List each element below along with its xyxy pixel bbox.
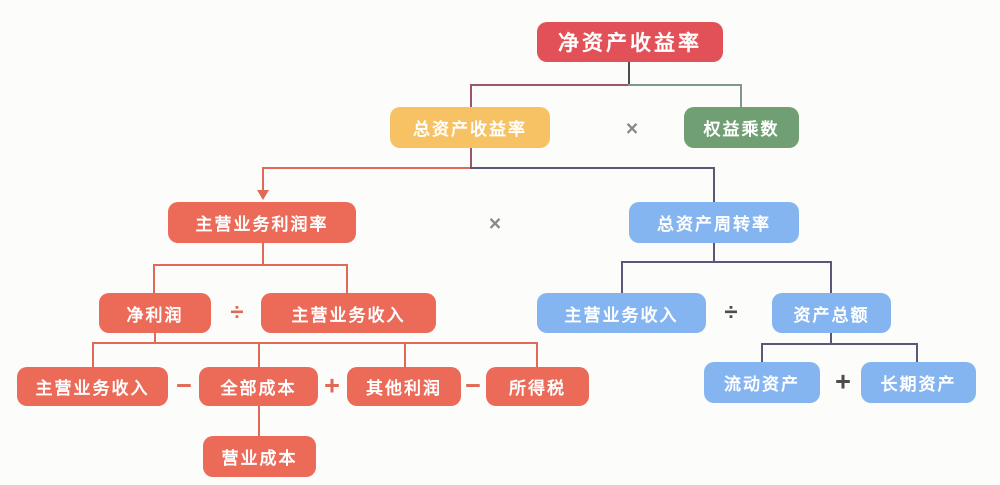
multiply-operator: × — [625, 117, 639, 141]
connector-line — [761, 343, 763, 362]
node-income-tax: 所得税 — [486, 367, 589, 406]
connector-line — [628, 84, 742, 86]
node-equity-multiplier: 权益乘数 — [684, 107, 799, 148]
arrow-down-icon — [257, 190, 269, 200]
connector-line — [628, 62, 630, 85]
node-total-asset-turnover: 总资产周转率 — [629, 202, 799, 243]
connector-line — [154, 333, 156, 343]
node-main-revenue-left: 主营业务收入 — [261, 293, 436, 333]
connector-line — [262, 167, 472, 169]
connector-line — [262, 243, 264, 264]
divide-operator: ÷ — [724, 299, 738, 326]
connector-line — [713, 243, 715, 261]
connector-line — [916, 343, 918, 362]
node-other-profit: 其他利润 — [347, 367, 461, 406]
connector-line — [536, 342, 538, 368]
connector-line — [153, 264, 348, 266]
connector-line — [404, 342, 406, 368]
connector-line — [713, 167, 715, 202]
connector-line — [830, 261, 832, 293]
connector-line — [262, 167, 264, 191]
node-long-term-assets: 长期资产 — [861, 362, 976, 403]
node-main-revenue-right: 主营业务收入 — [537, 293, 706, 333]
connector-line — [830, 333, 832, 343]
connector-line — [761, 343, 918, 345]
node-main-revenue-bottom: 主营业务收入 — [17, 367, 168, 406]
connector-line — [92, 342, 94, 368]
node-operating-profit-margin: 主营业务利润率 — [168, 202, 356, 243]
divide-operator: ÷ — [230, 299, 244, 326]
connector-line — [258, 342, 260, 368]
node-roa: 总资产收益率 — [390, 107, 550, 148]
node-total-assets: 资产总额 — [772, 293, 891, 333]
connector-line — [740, 84, 742, 108]
node-roe: 净资产收益率 — [537, 22, 723, 62]
connector-line — [258, 406, 260, 437]
connector-line — [153, 264, 155, 293]
minus-operator: − — [176, 370, 192, 401]
connector-line — [346, 264, 348, 293]
node-operating-cost: 营业成本 — [203, 436, 316, 477]
connector-line — [92, 342, 538, 344]
connector-line — [621, 261, 623, 293]
connector-line — [470, 84, 630, 86]
node-total-cost: 全部成本 — [199, 367, 318, 406]
connector-line — [470, 167, 715, 169]
node-net-profit: 净利润 — [99, 293, 211, 333]
connector-line — [470, 84, 472, 108]
plus-operator: + — [835, 366, 851, 397]
minus-operator: − — [465, 370, 481, 401]
node-current-assets: 流动资产 — [704, 362, 820, 403]
multiply-operator: × — [488, 212, 502, 236]
connector-line — [470, 148, 472, 167]
plus-operator: + — [324, 370, 340, 401]
connector-line — [621, 261, 832, 263]
